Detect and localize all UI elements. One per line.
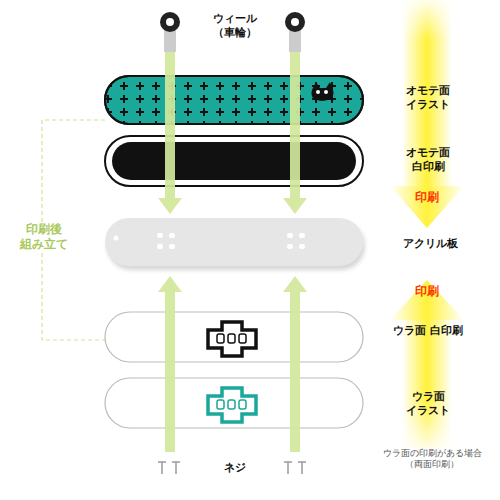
layer-label: アクリル板 bbox=[390, 237, 470, 251]
wheel-label: ウィール （車輪） bbox=[200, 12, 270, 40]
layer-label: オモテ面 イラスト bbox=[393, 84, 463, 112]
wheel bbox=[160, 12, 180, 52]
part-label: ネジ bbox=[210, 461, 260, 475]
screw bbox=[158, 462, 306, 474]
print-arrow bbox=[390, 280, 464, 450]
print-arrow bbox=[390, 0, 464, 228]
back-illustration-deck bbox=[105, 378, 363, 428]
acrylic-plate bbox=[105, 218, 365, 270]
front-illustration-deck bbox=[105, 76, 363, 124]
layer-label: ウラ面 イラスト bbox=[393, 390, 463, 418]
layer-label: オモテ面 白印刷 bbox=[393, 146, 463, 174]
print-label: 印刷 bbox=[405, 190, 449, 205]
assembly-note: 印刷後 組み立て bbox=[16, 222, 72, 252]
assembly-arrow bbox=[158, 52, 307, 452]
back-white-print-deck bbox=[105, 312, 363, 362]
front-white-print-deck bbox=[105, 136, 363, 186]
print-label: 印刷 bbox=[405, 284, 449, 299]
note-label: ウラ面の印刷がある場合 （両面印刷） bbox=[372, 448, 492, 471]
wheel bbox=[285, 12, 305, 52]
layer-label: ウラ面 白印刷 bbox=[393, 324, 463, 338]
